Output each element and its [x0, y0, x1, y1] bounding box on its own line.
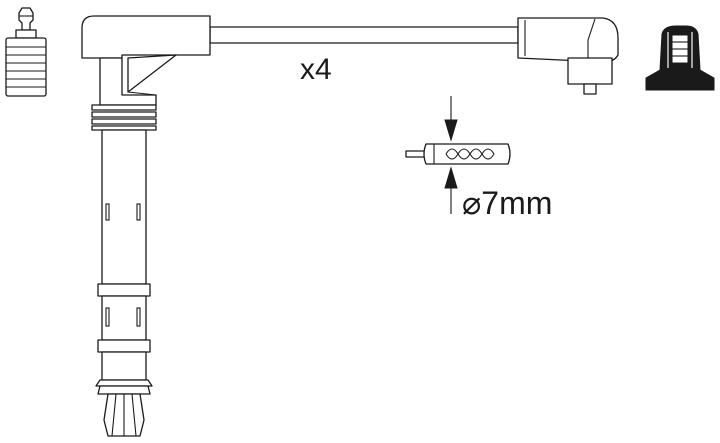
cable-section-detail [405, 143, 511, 165]
angled-boot-right [517, 17, 619, 95]
diameter-label: ⌀7mm [462, 185, 552, 221]
spark-plug-boot [81, 15, 211, 437]
quantity-label: x4 [300, 53, 332, 86]
terminal-connector-left [5, 7, 47, 97]
diameter-dimension [444, 96, 458, 214]
arrow-down-icon [444, 119, 458, 142]
arrow-up-icon [444, 166, 458, 189]
cable-horizontal [209, 26, 519, 44]
terminal-cap-right [645, 25, 715, 91]
